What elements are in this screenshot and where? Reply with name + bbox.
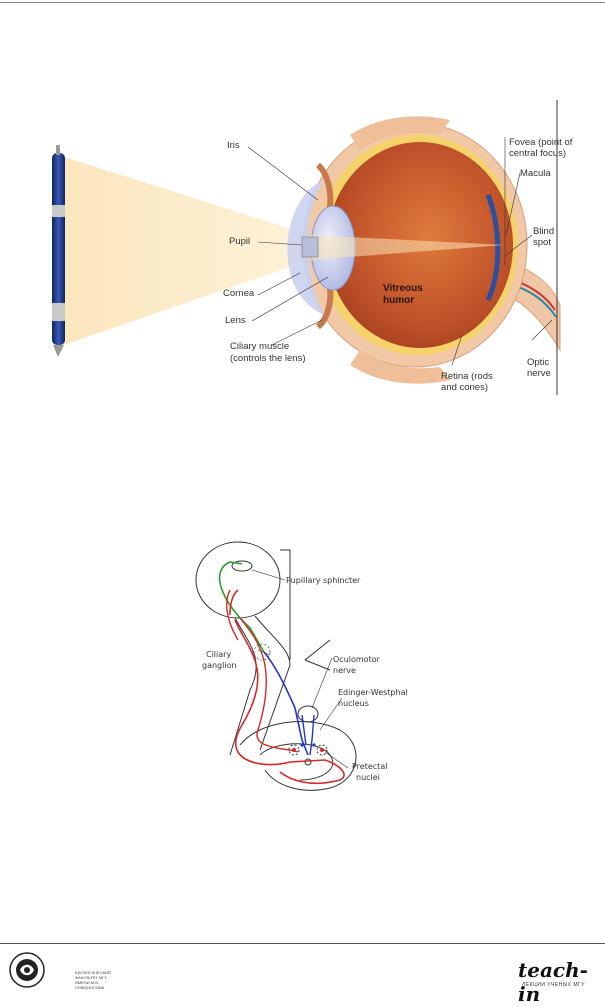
label-edinger-westphal-sub: nucleus [338, 699, 369, 708]
label-ciliary-muscle-sub: (controls the lens) [230, 353, 306, 364]
label-cornea: Cornea [223, 288, 255, 299]
label-oculomotor-nerve: Oculomotor [333, 655, 380, 664]
pupillary-reflex-figure: Pupillary sphincter Ciliary ganglion Ocu… [180, 540, 420, 800]
retina-strip [485, 194, 501, 302]
red-pathway [229, 589, 345, 785]
label-iris: Iris [227, 140, 240, 151]
label-ciliary-ganglion-sub: ganglion [202, 661, 237, 670]
pupillary-reflex-diagram [195, 541, 357, 791]
label-pretectal-nuclei: Pretectal [352, 762, 388, 771]
pen-object [52, 145, 65, 357]
top-rule [0, 2, 605, 3]
blue-pathway [263, 651, 309, 756]
pupil [301, 236, 319, 258]
label-edinger-westphal: Edinger-Westphal [338, 688, 408, 697]
label-blind-spot: Blind [533, 226, 555, 237]
light-beam [58, 155, 310, 347]
label-ciliary-muscle: Ciliary muscle [230, 341, 290, 352]
label-fovea-sub: central focus) [509, 148, 567, 159]
label-optic-nerve-sub: nerve [527, 368, 551, 379]
label-vitreous-sub: humor [383, 295, 415, 306]
faculty-name: БИОЛОГИЧЕСКИЙ ФАКУЛЬТЕТ МГУ ИМЕНИ М.В. Л… [75, 970, 111, 990]
label-blind-spot-sub: spot [533, 237, 551, 248]
label-oculomotor-nerve-sub: nerve [333, 666, 356, 675]
ciliary-ganglion [253, 643, 271, 661]
label-pupillary-sphincter: Pupillary sphincter [286, 576, 361, 585]
label-optic-nerve: Optic [527, 357, 550, 368]
label-lens: Lens [225, 315, 246, 326]
label-retina-sub: and cones) [441, 382, 489, 393]
faculty-logo [8, 951, 46, 989]
label-vitreous: Vitreous [383, 283, 423, 294]
teach-in-subtitle: ЛЕКЦИИ УЧЕНЫХ МГУ [522, 982, 585, 988]
label-macula: Macula [520, 168, 551, 179]
label-ciliary-ganglion: Ciliary [206, 650, 232, 659]
label-retina: Retina (rods [441, 371, 493, 382]
label-pretectal-nuclei-sub: nuclei [356, 773, 380, 782]
eye-anatomy-illustration [52, 100, 561, 395]
label-fovea: Fovea (point of [509, 137, 573, 148]
label-pupil: Pupil [229, 236, 251, 247]
footer-rule [0, 943, 605, 944]
eye-anatomy-figure: Iris Pupil Cornea Lens Ciliary muscle (c… [0, 95, 605, 405]
green-pathway [218, 561, 265, 653]
